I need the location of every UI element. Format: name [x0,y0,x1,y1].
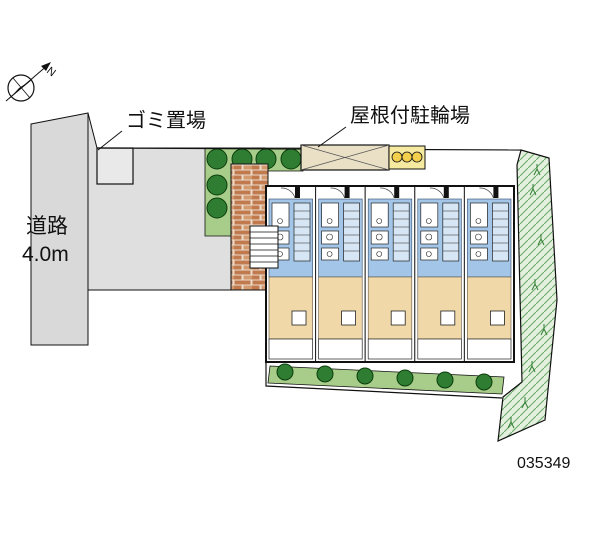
building-outline-top [265,185,515,363]
bin-station [388,145,426,170]
building [265,185,515,363]
unit-5 [463,185,515,363]
compass: N [5,62,58,102]
units-layer [265,185,515,363]
bicycle-parking-label: 屋根付駐輪場 [350,104,470,127]
road [30,112,89,346]
unit-4 [414,185,465,363]
road-width-label: 4.0m [22,243,69,266]
garbage-leader-line [97,130,123,151]
hedge-row [206,148,302,219]
compass-crossline [12,77,31,99]
arrowhead [41,62,51,71]
south-boundary [265,290,503,399]
compass-needle [9,79,33,99]
unit-3 [364,185,416,363]
plan-number: 035349 [517,455,570,472]
unit-1 [265,185,317,363]
bicycle-leader-line [317,126,347,148]
south-hedge [267,363,505,395]
exterior-stairs [249,225,279,269]
unit-2 [315,185,366,363]
garbage-area [96,147,134,185]
meadow [497,149,558,442]
bicycle-parking [300,144,390,171]
road-label: 道路 [26,215,68,238]
garbage-label: ゴミ置場 [126,109,206,132]
